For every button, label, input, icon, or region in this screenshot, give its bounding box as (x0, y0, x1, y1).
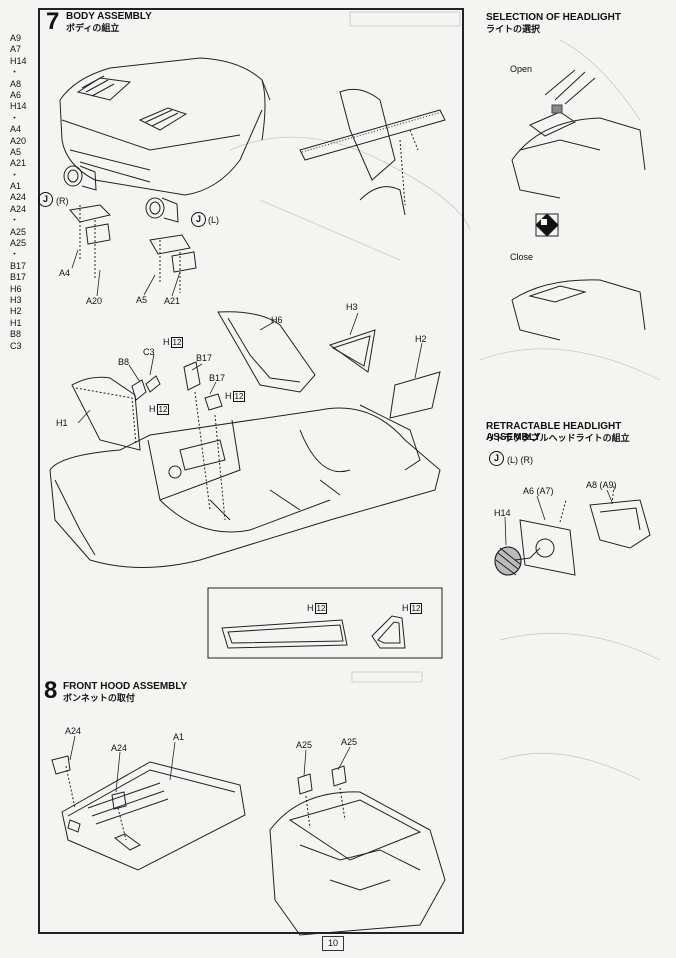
step8-hood-drawing (51, 755, 246, 871)
label-a4: A4 (59, 268, 71, 278)
sidebar-part: A6 (10, 89, 22, 100)
h-part-letter: H (307, 603, 314, 613)
step8-body-drawing (269, 765, 446, 936)
label-close: Close (510, 252, 534, 262)
label-h1: H1 (56, 418, 68, 428)
headlight-open-drawing (511, 69, 646, 199)
sidebar-part: A24 (10, 192, 27, 203)
sidebar-part: A25 (10, 238, 27, 249)
step7-title: BODY ASSEMBLY (66, 11, 152, 22)
label-a20: A20 (86, 296, 103, 306)
sidebar-part: H6 (10, 283, 22, 294)
h-part-letter: H (225, 391, 232, 401)
sidebar-part: A25 (10, 226, 27, 237)
step8-number: 8 (44, 677, 58, 704)
sidebar-separator: ・ (10, 215, 20, 226)
label-a24-mid: A24 (111, 743, 128, 753)
sidebar-part: B17 (10, 260, 27, 271)
retractable-subtitle: リトラクタブルヘッドライトの組立 (486, 433, 630, 443)
step7-subtitle: ボディの組立 (66, 23, 120, 33)
sidebar-separator: ・ (10, 112, 20, 123)
page-number: 10 (322, 936, 344, 951)
step7-headlight-pods (63, 165, 197, 293)
label-a21: A21 (164, 296, 181, 306)
selection-arrow-icon (535, 213, 559, 237)
h-part-letter: H (149, 404, 156, 414)
step7-car-front-drawing (59, 57, 271, 196)
step8-title: FRONT HOOD ASSEMBLY (63, 681, 188, 692)
sidebar-part: B17 (10, 272, 27, 283)
label-h3: H3 (346, 302, 358, 312)
sidebar-part: H1 (10, 317, 22, 328)
sidebar-part: H14 (10, 101, 27, 112)
leader-lines (69, 249, 613, 793)
sidebar-part: A20 (10, 135, 27, 146)
label-b17-upper: B17 (196, 353, 213, 363)
label-h6: H6 (271, 315, 283, 325)
label-b17-lower: B17 (209, 373, 226, 383)
h-part-letter: H (163, 337, 170, 347)
part-number-box: 12 (314, 603, 328, 614)
label-a1: A1 (173, 732, 185, 742)
sidebar-part: A4 (10, 124, 22, 135)
sidebar-part: H2 (10, 306, 22, 317)
part-number-box: 12 (409, 603, 423, 614)
step7-window-inset (207, 587, 443, 659)
label-h14: H14 (494, 508, 511, 518)
sidebar-part: B8 (10, 329, 22, 340)
sidebar-separator: ・ (10, 67, 20, 78)
headlight-close-drawing (511, 279, 646, 341)
retractable-j-sides: (L) (R) (507, 455, 533, 465)
part-number-box: 12 (232, 391, 246, 402)
sidebar-part: A24 (10, 203, 27, 214)
j-marker-right: J (38, 192, 53, 207)
retractable-j-marker: J (489, 451, 504, 466)
label-a24-left: A24 (65, 726, 82, 736)
label-a5: A5 (136, 295, 148, 305)
step7-glass-parts (71, 311, 441, 521)
retractable-title: RETRACTABLE HEADLIGHT ASSEMBLY (486, 421, 622, 443)
sidebar-part: H3 (10, 294, 22, 305)
parts-sidebar: A9 A7 H14 ・ A8 A6 H14 ・ A4 A20 A5 A21 ・ … (10, 33, 36, 352)
sidebar-part: A8 (10, 78, 22, 89)
label-open: Open (510, 64, 533, 74)
j-side-l: (L) (208, 215, 219, 225)
j-side-r: (R) (56, 196, 69, 206)
sidebar-part: C3 (10, 340, 22, 351)
label-h2: H2 (415, 334, 427, 344)
step7-pillar-detail (299, 88, 446, 216)
label-a8-a9: A8 (A9) (586, 480, 617, 490)
sidebar-separator: ・ (10, 169, 20, 180)
bleed-through-art (229, 11, 661, 781)
label-a25-right: A25 (341, 737, 358, 747)
part-number-box: 12 (170, 337, 184, 348)
headlight-selection-title: SELECTION OF HEADLIGHT (486, 12, 621, 23)
headlight-selection-subtitle: ライトの選択 (486, 24, 541, 34)
sidebar-part: H14 (10, 55, 27, 66)
sidebar-part: A5 (10, 146, 22, 157)
sidebar-part: A1 (10, 181, 22, 192)
step8-subtitle: ボンネットの取付 (63, 693, 135, 703)
label-a6-a7: A6 (A7) (523, 486, 554, 496)
step7-number: 7 (46, 8, 60, 35)
sidebar-part: A9 (10, 33, 22, 43)
page-frame (38, 8, 464, 934)
sidebar-part: A7 (10, 44, 22, 55)
label-a25-left: A25 (296, 740, 313, 750)
retractable-assembly-drawing (494, 485, 651, 576)
sidebar-part: A21 (10, 158, 27, 169)
j-marker-left: J (191, 212, 206, 227)
h-part-letter: H (402, 603, 409, 613)
part-number-box: 12 (156, 404, 170, 415)
sidebar-separator: ・ (10, 249, 20, 260)
label-c3: C3 (143, 347, 155, 357)
label-b8: B8 (118, 357, 130, 367)
step7-chassis-drawing (49, 404, 441, 568)
